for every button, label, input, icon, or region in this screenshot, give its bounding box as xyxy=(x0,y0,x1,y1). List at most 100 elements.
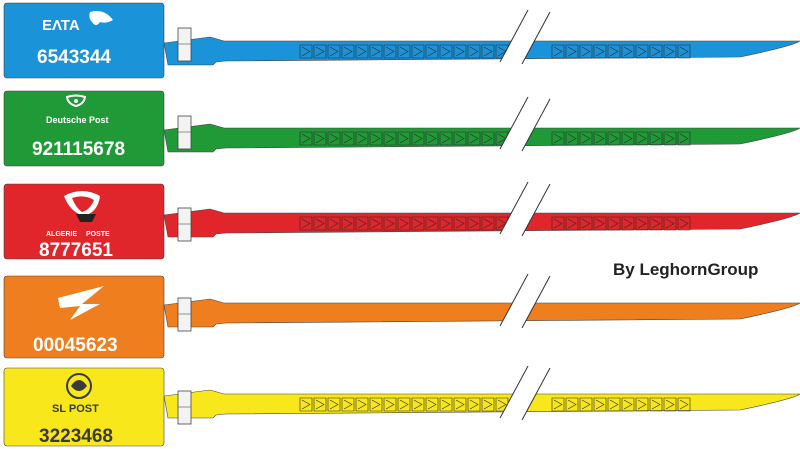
ratchet-tooth xyxy=(621,44,635,59)
ratchet-tooth xyxy=(453,44,467,59)
brand-label-algerie: ALGERIE xyxy=(46,231,77,238)
ratchet-teeth xyxy=(299,44,691,59)
ratchet-tooth xyxy=(607,397,621,412)
ratchet-tooth xyxy=(677,44,691,59)
ratchet-teeth xyxy=(299,397,691,412)
ratchet-tooth xyxy=(299,131,313,146)
seal-number: 6543344 xyxy=(37,47,111,68)
ratchet-tooth xyxy=(593,397,607,412)
ratchet-tooth xyxy=(425,44,439,59)
ratchet-tooth xyxy=(327,131,341,146)
la-poste-bird-logo xyxy=(58,286,104,320)
ratchet-tooth xyxy=(677,216,691,231)
ratchet-tooth xyxy=(383,216,397,231)
ratchet-tooth xyxy=(355,44,369,59)
ratchet-tooth xyxy=(425,397,439,412)
ratchet-tooth xyxy=(341,44,355,59)
ratchet-tooth xyxy=(369,397,383,412)
ratchet-tooth xyxy=(313,131,327,146)
ratchet-tooth xyxy=(663,216,677,231)
lock-slot xyxy=(177,390,192,425)
ratchet-tooth xyxy=(411,44,425,59)
ratchet-tooth xyxy=(397,216,411,231)
ratchet-tooth xyxy=(411,397,425,412)
ratchet-teeth xyxy=(299,216,691,231)
ratchet-tooth xyxy=(341,397,355,412)
ratchet-tooth xyxy=(439,397,453,412)
seal-number: 00045623 xyxy=(33,335,118,356)
ratchet-tooth xyxy=(579,397,593,412)
ratchet-tooth xyxy=(565,44,579,59)
ratchet-tooth xyxy=(481,131,495,146)
ratchet-tooth xyxy=(663,397,677,412)
brand-label-poste: POSTE xyxy=(86,231,110,238)
ratchet-tooth xyxy=(355,216,369,231)
seal-number: 921115678 xyxy=(32,139,125,160)
ratchet-tooth xyxy=(649,216,663,231)
ratchet-tooth xyxy=(565,397,579,412)
ratchet-tooth xyxy=(467,216,481,231)
greek-post-head-logo xyxy=(89,11,113,25)
cut-mark xyxy=(499,273,529,327)
ratchet-tooth xyxy=(551,131,565,146)
seal-tag-yellow: SL POST 3223468 xyxy=(3,365,800,447)
lock-slot xyxy=(177,115,192,150)
ratchet-tooth xyxy=(467,131,481,146)
lock-slot xyxy=(177,297,192,332)
ratchet-tooth xyxy=(425,131,439,146)
cut-mark xyxy=(499,9,529,63)
tag-plate xyxy=(3,2,165,79)
cut-mark xyxy=(499,181,529,235)
brand-label: Deutsche Post xyxy=(46,115,109,125)
ratchet-tooth xyxy=(467,44,481,59)
ratchet-tooth xyxy=(635,216,649,231)
ratchet-tooth xyxy=(327,216,341,231)
tag-plate xyxy=(3,90,165,167)
ratchet-tooth xyxy=(649,131,663,146)
seal-tag-blue: ΕΛΤΑ 6543344 xyxy=(3,2,800,79)
algerie-poste-logo xyxy=(64,191,100,222)
ratchet-tooth xyxy=(355,131,369,146)
ratchet-tooth xyxy=(481,216,495,231)
ratchet-tooth xyxy=(397,44,411,59)
post-horn-logo xyxy=(65,94,87,108)
ratchet-tooth xyxy=(565,131,579,146)
ratchet-tooth xyxy=(467,397,481,412)
ratchet-tooth xyxy=(677,397,691,412)
ratchet-tooth xyxy=(313,44,327,59)
ratchet-tooth xyxy=(299,397,313,412)
ratchet-tooth xyxy=(313,216,327,231)
ratchet-tooth xyxy=(439,44,453,59)
ratchet-tooth xyxy=(369,44,383,59)
ratchet-tooth xyxy=(327,397,341,412)
seal-tag-red: ALGERIE POSTE 8777651 xyxy=(3,181,800,261)
ratchet-tooth xyxy=(397,131,411,146)
ratchet-tooth xyxy=(383,397,397,412)
ratchet-tooth xyxy=(663,131,677,146)
ratchet-tooth xyxy=(607,44,621,59)
ratchet-tooth xyxy=(565,216,579,231)
ratchet-tooth xyxy=(369,131,383,146)
ratchet-tooth xyxy=(481,44,495,59)
seal-tag-green: Deutsche Post 921115678 xyxy=(3,90,800,167)
ratchet-tooth xyxy=(607,216,621,231)
ratchet-tooth xyxy=(341,131,355,146)
cut-mark xyxy=(499,365,529,419)
ratchet-tooth xyxy=(299,216,313,231)
ratchet-tooth xyxy=(313,397,327,412)
ratchet-tooth xyxy=(411,131,425,146)
ratchet-tooth xyxy=(481,397,495,412)
ratchet-tooth xyxy=(621,397,635,412)
ratchet-tooth xyxy=(369,216,383,231)
ratchet-tooth xyxy=(425,216,439,231)
ratchet-tooth xyxy=(593,216,607,231)
brand-label: SL POST xyxy=(52,403,99,415)
ratchet-tooth xyxy=(299,44,313,59)
lock-slot xyxy=(177,27,192,62)
ratchet-tooth xyxy=(593,44,607,59)
ratchet-tooth xyxy=(383,131,397,146)
ratchet-tooth xyxy=(551,397,565,412)
ratchet-tooth xyxy=(551,44,565,59)
seal-number: 3223468 xyxy=(39,426,113,447)
ratchet-tooth xyxy=(355,397,369,412)
